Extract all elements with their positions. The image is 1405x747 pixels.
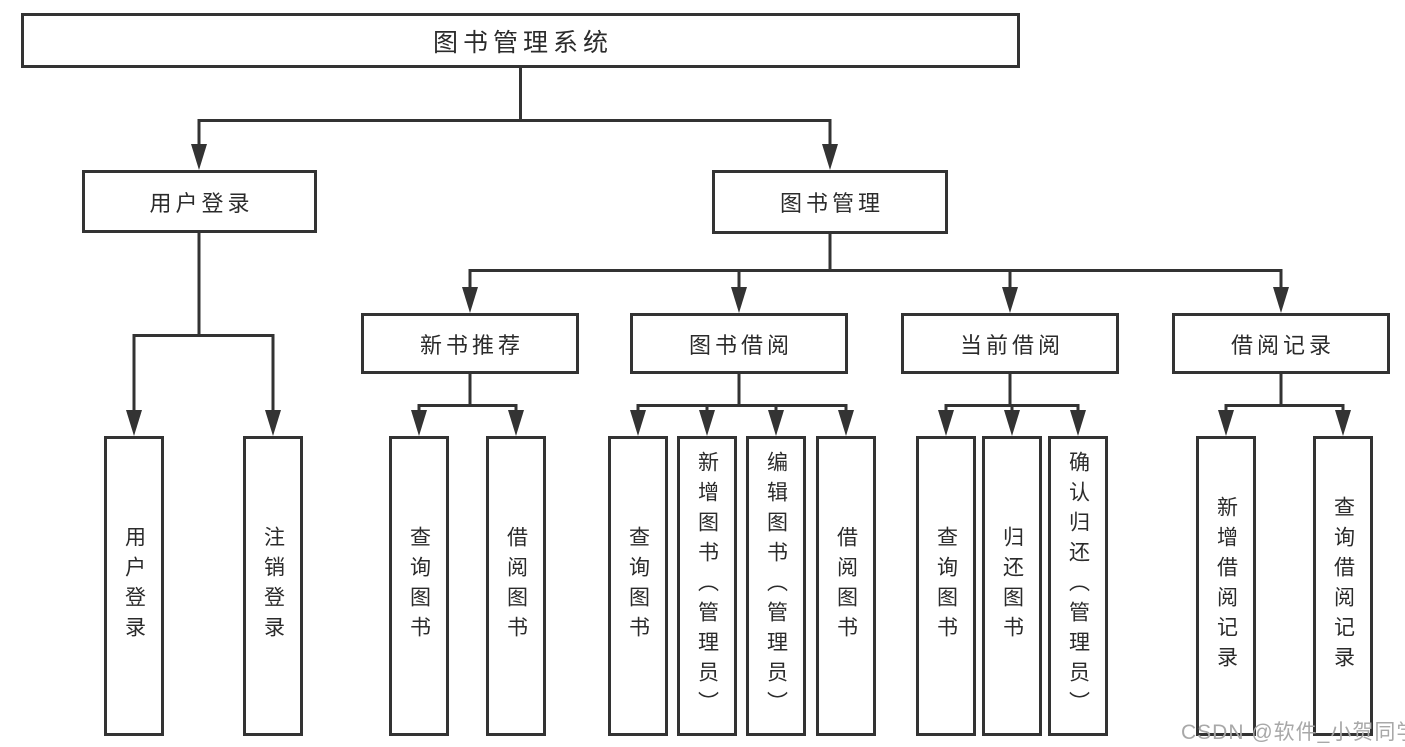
leaf-query-books-borrow: 查询图书 [608, 436, 668, 736]
node-new-book-recommend: 新书推荐 [361, 313, 579, 374]
node-user-login: 用户登录 [82, 170, 317, 233]
leaf-query-books-recommend: 查询图书 [389, 436, 449, 736]
leaf-borrow-books-recommend: 借阅图书 [486, 436, 546, 736]
leaf-return-books: 归还图书 [982, 436, 1042, 736]
csdn-watermark: CSDN @软件_小贺同学 [1181, 721, 1405, 744]
node-borrow-records: 借阅记录 [1172, 313, 1390, 374]
leaf-add-borrow-record: 新增借阅记录 [1196, 436, 1256, 736]
leaf-query-books-current: 查询图书 [916, 436, 976, 736]
leaf-query-borrow-record: 查询借阅记录 [1313, 436, 1373, 736]
leaf-logout: 注销登录 [243, 436, 303, 736]
node-library-system: 图书管理系统 [21, 13, 1020, 68]
node-book-management: 图书管理 [712, 170, 948, 234]
leaf-user-login: 用户登录 [104, 436, 164, 736]
leaf-confirm-return-admin: 确认归还（管理员） [1048, 436, 1108, 736]
leaf-edit-books-admin: 编辑图书（管理员） [746, 436, 806, 736]
leaf-add-books-admin: 新增图书（管理员） [677, 436, 737, 736]
node-book-borrow: 图书借阅 [630, 313, 848, 374]
node-current-borrow: 当前借阅 [901, 313, 1119, 374]
leaf-borrow-books: 借阅图书 [816, 436, 876, 736]
